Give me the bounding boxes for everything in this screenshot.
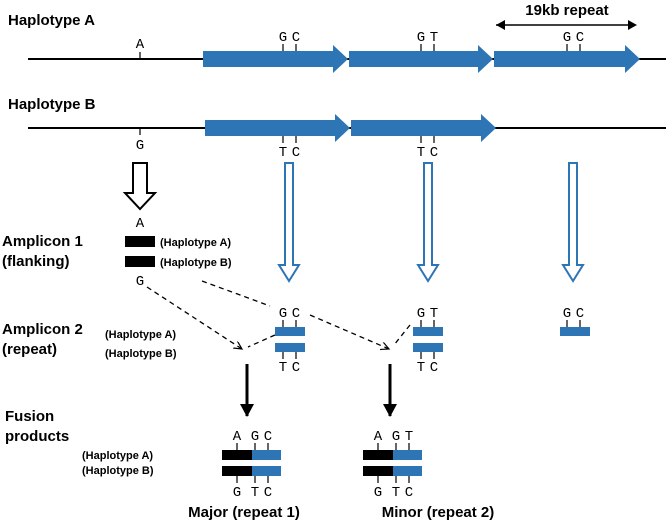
repeat-length-label: 19kb repeat: [525, 2, 608, 19]
fusion-haplotype-a-label: (Haplotype A): [82, 450, 153, 462]
amplicon-1-title: Amplicon 1: [2, 233, 83, 250]
fusion-minor-haplotype-b-repeat: [393, 466, 422, 476]
fusion-minor-top-base-2: G: [392, 429, 400, 445]
haplotype-a-repeat-1: [203, 45, 348, 73]
fusion-haplotype-b-label: (Haplotype B): [82, 465, 154, 477]
fusion-subtitle: products: [5, 428, 69, 445]
haplotype-a-repeat-3-base-2: C: [576, 30, 584, 46]
amplicon-1-subtitle: (flanking): [2, 253, 70, 270]
dashed-line-flank: [201, 280, 271, 307]
haplotype-b-repeat-1: [205, 114, 350, 142]
amplicon-2-arrow-repeat-3: [561, 162, 585, 283]
haplotype-a-snp-base: A: [136, 37, 145, 53]
fusion-major-haplotype-a-flank: [222, 450, 252, 460]
fusion-major-haplotype-b-flank: [222, 466, 252, 476]
haplotype-b-repeat-2: [351, 114, 496, 142]
amplicon-2-repeat-3-top-base-1: G: [563, 306, 571, 322]
fusion-major-haplotype-b-repeat: [252, 466, 281, 476]
haplotype-b-title: Haplotype B: [8, 96, 96, 113]
repeat-length-arrowhead-left: [496, 20, 505, 30]
fusion-major-bottom-base-1: G: [233, 485, 241, 501]
amplicon-2-haplotype-a-label: (Haplotype A): [105, 329, 176, 341]
haplotype-b-repeat-2-base-2: C: [430, 145, 438, 161]
amplicon-2-arrow-repeat-1: [277, 162, 301, 283]
amplicon-2-repeat-1-haplotype-a-bar: [275, 327, 305, 336]
fusion-major-haplotype-a-repeat: [252, 450, 281, 460]
haplotype-a-repeat-2: [349, 45, 493, 73]
amplicon-2-repeat-1-top-base-1: G: [279, 306, 287, 322]
fusion-title: Fusion: [5, 408, 54, 425]
amplicon-1-haplotype-b-bar: [125, 256, 155, 267]
amplicon-2-arrow-repeat-2: [416, 162, 440, 283]
haplotype-a-repeat-2-base-1: G: [417, 30, 425, 46]
amplicon-1-haplotype-a-bar: [125, 236, 155, 247]
dashed-arrow-repeat-2-to-fusion-2: [393, 324, 411, 346]
amplicon-2-repeat-2-top-base-1: G: [417, 306, 425, 322]
fusion-minor-haplotype-a-repeat: [393, 450, 422, 460]
haplotype-a-repeat-3: [494, 45, 640, 73]
haplotype-b-repeat-2-base-1: T: [417, 145, 425, 161]
fusion-minor-top-base-3: T: [405, 429, 413, 445]
fusion-minor-bottom-base-1: G: [374, 485, 382, 501]
haplotype-a-repeat-1-base-2: C: [292, 30, 300, 46]
amplicon-2-repeat-1-top-base-2: C: [292, 306, 300, 322]
haplotype-b-snp-base: G: [136, 138, 144, 154]
fusion-major-bottom-base-3: C: [264, 485, 272, 501]
amplicon-2-repeat-3-haplotype-a-bar: [560, 327, 590, 336]
amplicon-1-haplotype-a-label: (Haplotype A): [160, 237, 231, 249]
dashed-arrow-flank-to-fusion-2: [309, 314, 389, 349]
fusion-major-top-base-3: C: [264, 429, 272, 445]
fusion-minor-bottom-base-3: C: [405, 485, 413, 501]
repeat-length-arrowhead-right: [628, 20, 637, 30]
amplicon-2-repeat-2-haplotype-b-bar: [413, 343, 443, 352]
amplicon-2-repeat-3-top-base-2: C: [576, 306, 584, 322]
amplicon-2-repeat-2-bottom-base-2: C: [430, 360, 438, 376]
amplicon-2-subtitle: (repeat): [2, 341, 57, 358]
amplicon-2-repeat-1-bottom-base-2: C: [292, 360, 300, 376]
amplicon-2-repeat-2-bottom-base-1: T: [417, 360, 425, 376]
fusion-minor-haplotype-b-flank: [363, 466, 393, 476]
amplicon-2-title: Amplicon 2: [2, 321, 83, 338]
dashed-arrow-repeat-1-to-fusion-1: [247, 334, 276, 348]
fusion-major-bottom-base-2: T: [251, 485, 259, 501]
haplotype-a-repeat-3-base-1: G: [563, 30, 571, 46]
haplotype-a-repeat-2-base-2: T: [430, 30, 438, 46]
fusion-minor-caption: Minor (repeat 2): [382, 504, 495, 521]
fusion-minor-haplotype-a-flank: [363, 450, 393, 460]
amplicon-1-haplotype-b-label: (Haplotype B): [160, 257, 232, 269]
fusion-major-caption: Major (repeat 1): [188, 504, 300, 521]
haplotype-a-repeat-1-base-1: G: [279, 30, 287, 46]
dashed-arrow-flank-to-fusion-1: [146, 286, 242, 349]
amplicon-2-repeat-1-bottom-base-1: T: [279, 360, 287, 376]
amplicon-1-amplification-arrow: [122, 162, 158, 211]
haplotype-a-title: Haplotype A: [8, 12, 95, 29]
fusion-minor-top-base-1: A: [374, 429, 383, 445]
fusion-minor-bottom-base-2: T: [392, 485, 400, 501]
amplicon-2-repeat-2-haplotype-a-bar: [413, 327, 443, 336]
haplotype-b-repeat-1-base-2: C: [292, 145, 300, 161]
amplicon-1-bottom-base: G: [136, 274, 144, 290]
amplicon-2-repeat-2-top-base-2: T: [430, 306, 438, 322]
amplicon-1-top-base: A: [136, 216, 145, 232]
fusion-major-top-base-2: G: [251, 429, 259, 445]
amplicon-2-haplotype-b-label: (Haplotype B): [105, 348, 177, 360]
amplicon-2-repeat-1-haplotype-b-bar: [275, 343, 305, 352]
haplotype-b-repeat-1-base-1: T: [279, 145, 287, 161]
fusion-major-top-base-1: A: [233, 429, 242, 445]
